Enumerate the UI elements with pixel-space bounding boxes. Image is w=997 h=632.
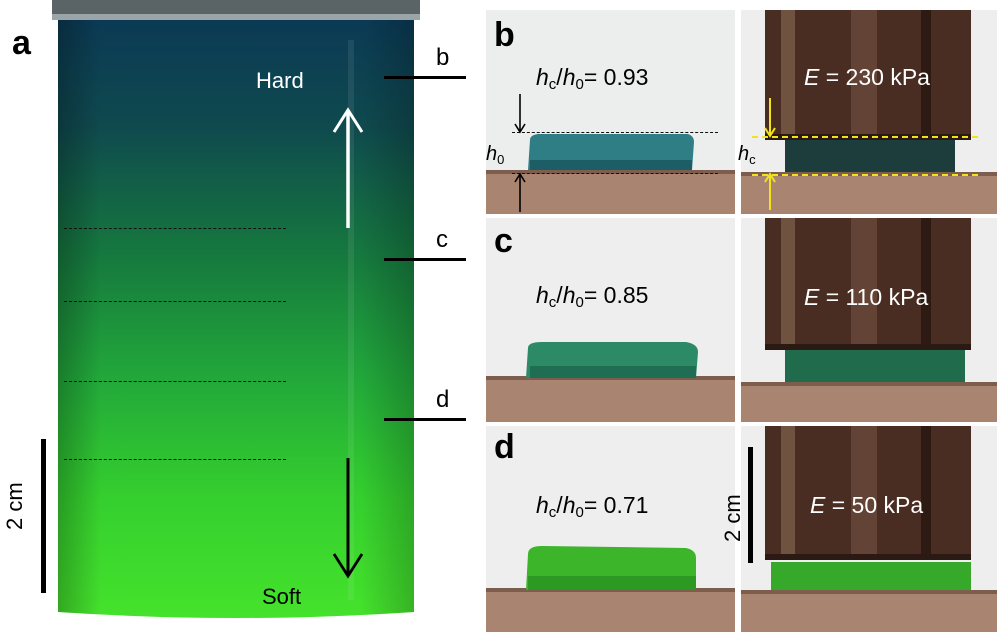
modulus-b: E = 230 kPa <box>804 66 930 89</box>
modulus-c-symbol: E <box>804 284 820 310</box>
scale-bar-d <box>748 447 753 563</box>
layer-boundary-4 <box>64 459 286 460</box>
modulus-c: E = 110 kPa <box>804 286 928 309</box>
level-marker-b: b <box>436 44 450 71</box>
ratio-c-h1: h <box>536 282 549 308</box>
photo-c-free <box>486 218 735 422</box>
panel-label-a: a <box>12 24 31 62</box>
layer-boundary-1 <box>64 228 286 229</box>
cylinder-gel-photo <box>0 0 480 632</box>
arrow-up-icon <box>332 107 364 228</box>
ratio-d-sub-c: c <box>548 504 557 521</box>
photo-b-free <box>486 10 735 214</box>
modulus-d: E = 50 kPa <box>810 494 923 517</box>
scale-bar-a <box>41 439 46 593</box>
photo-d-compressed <box>741 426 997 632</box>
ratio-d: hc/h0= 0.71 <box>536 492 649 521</box>
ratio-c-h2: h <box>562 282 576 308</box>
hc-bottom-dashline <box>752 174 978 176</box>
h0-letter: h <box>486 143 498 165</box>
hc-label: hc <box>738 143 756 167</box>
ratio-b: hc/h0= 0.93 <box>536 64 649 93</box>
photo-d-free <box>486 426 735 632</box>
layer-boundary-2 <box>64 301 286 302</box>
panel-label-c: c <box>494 222 513 260</box>
ratio-c: hc/h0= 0.85 <box>536 282 649 311</box>
panel-label-d: d <box>494 428 515 466</box>
layer-boundary-3 <box>64 381 286 382</box>
h0-top-dashline <box>512 132 718 133</box>
ratio-b-sub-c: c <box>548 76 557 93</box>
modulus-d-value: = 50 kPa <box>831 492 924 518</box>
h0-bottom-dashline <box>512 173 718 174</box>
level-line-d <box>384 418 466 421</box>
panel-label-b: b <box>494 16 515 54</box>
soft-label: Soft <box>262 584 302 609</box>
ratio-b-h2: h <box>562 64 576 90</box>
hc-arrows <box>764 98 776 210</box>
photo-c-compressed <box>741 218 997 422</box>
level-line-b <box>384 76 466 79</box>
photo-b-compressed <box>741 10 997 214</box>
modulus-b-symbol: E <box>804 64 820 90</box>
ratio-c-value: = 0.85 <box>583 282 649 308</box>
ratio-d-sub-0: 0 <box>575 504 584 521</box>
ratio-b-sub-0: 0 <box>575 76 584 93</box>
modulus-c-value: = 110 kPa <box>825 284 929 310</box>
hc-letter: h <box>738 143 750 165</box>
ratio-d-h1: h <box>536 492 549 518</box>
modulus-d-symbol: E <box>810 492 826 518</box>
hc-sub: c <box>749 152 756 167</box>
hc-top-dashline <box>752 136 978 138</box>
ratio-b-value: = 0.93 <box>583 64 649 90</box>
level-marker-d: d <box>436 386 450 413</box>
cylinder-gel-drawing <box>52 0 420 618</box>
level-line-c <box>384 258 466 261</box>
ratio-c-sub-c: c <box>548 294 557 311</box>
h0-label: h0 <box>486 143 505 167</box>
scale-label-a: 2 cm <box>2 482 27 530</box>
ratio-c-sub-0: 0 <box>575 294 584 311</box>
scale-label-d: 2 cm <box>720 494 745 542</box>
ratio-d-h2: h <box>562 492 576 518</box>
ratio-d-value: = 0.71 <box>583 492 649 518</box>
hard-label: Hard <box>256 68 304 93</box>
arrow-down-icon <box>332 458 364 579</box>
level-marker-c: c <box>436 226 448 253</box>
h0-arrows <box>514 94 526 212</box>
modulus-b-value: = 230 kPa <box>825 64 930 90</box>
ratio-b-h1: h <box>536 64 549 90</box>
h0-sub: 0 <box>497 152 505 167</box>
